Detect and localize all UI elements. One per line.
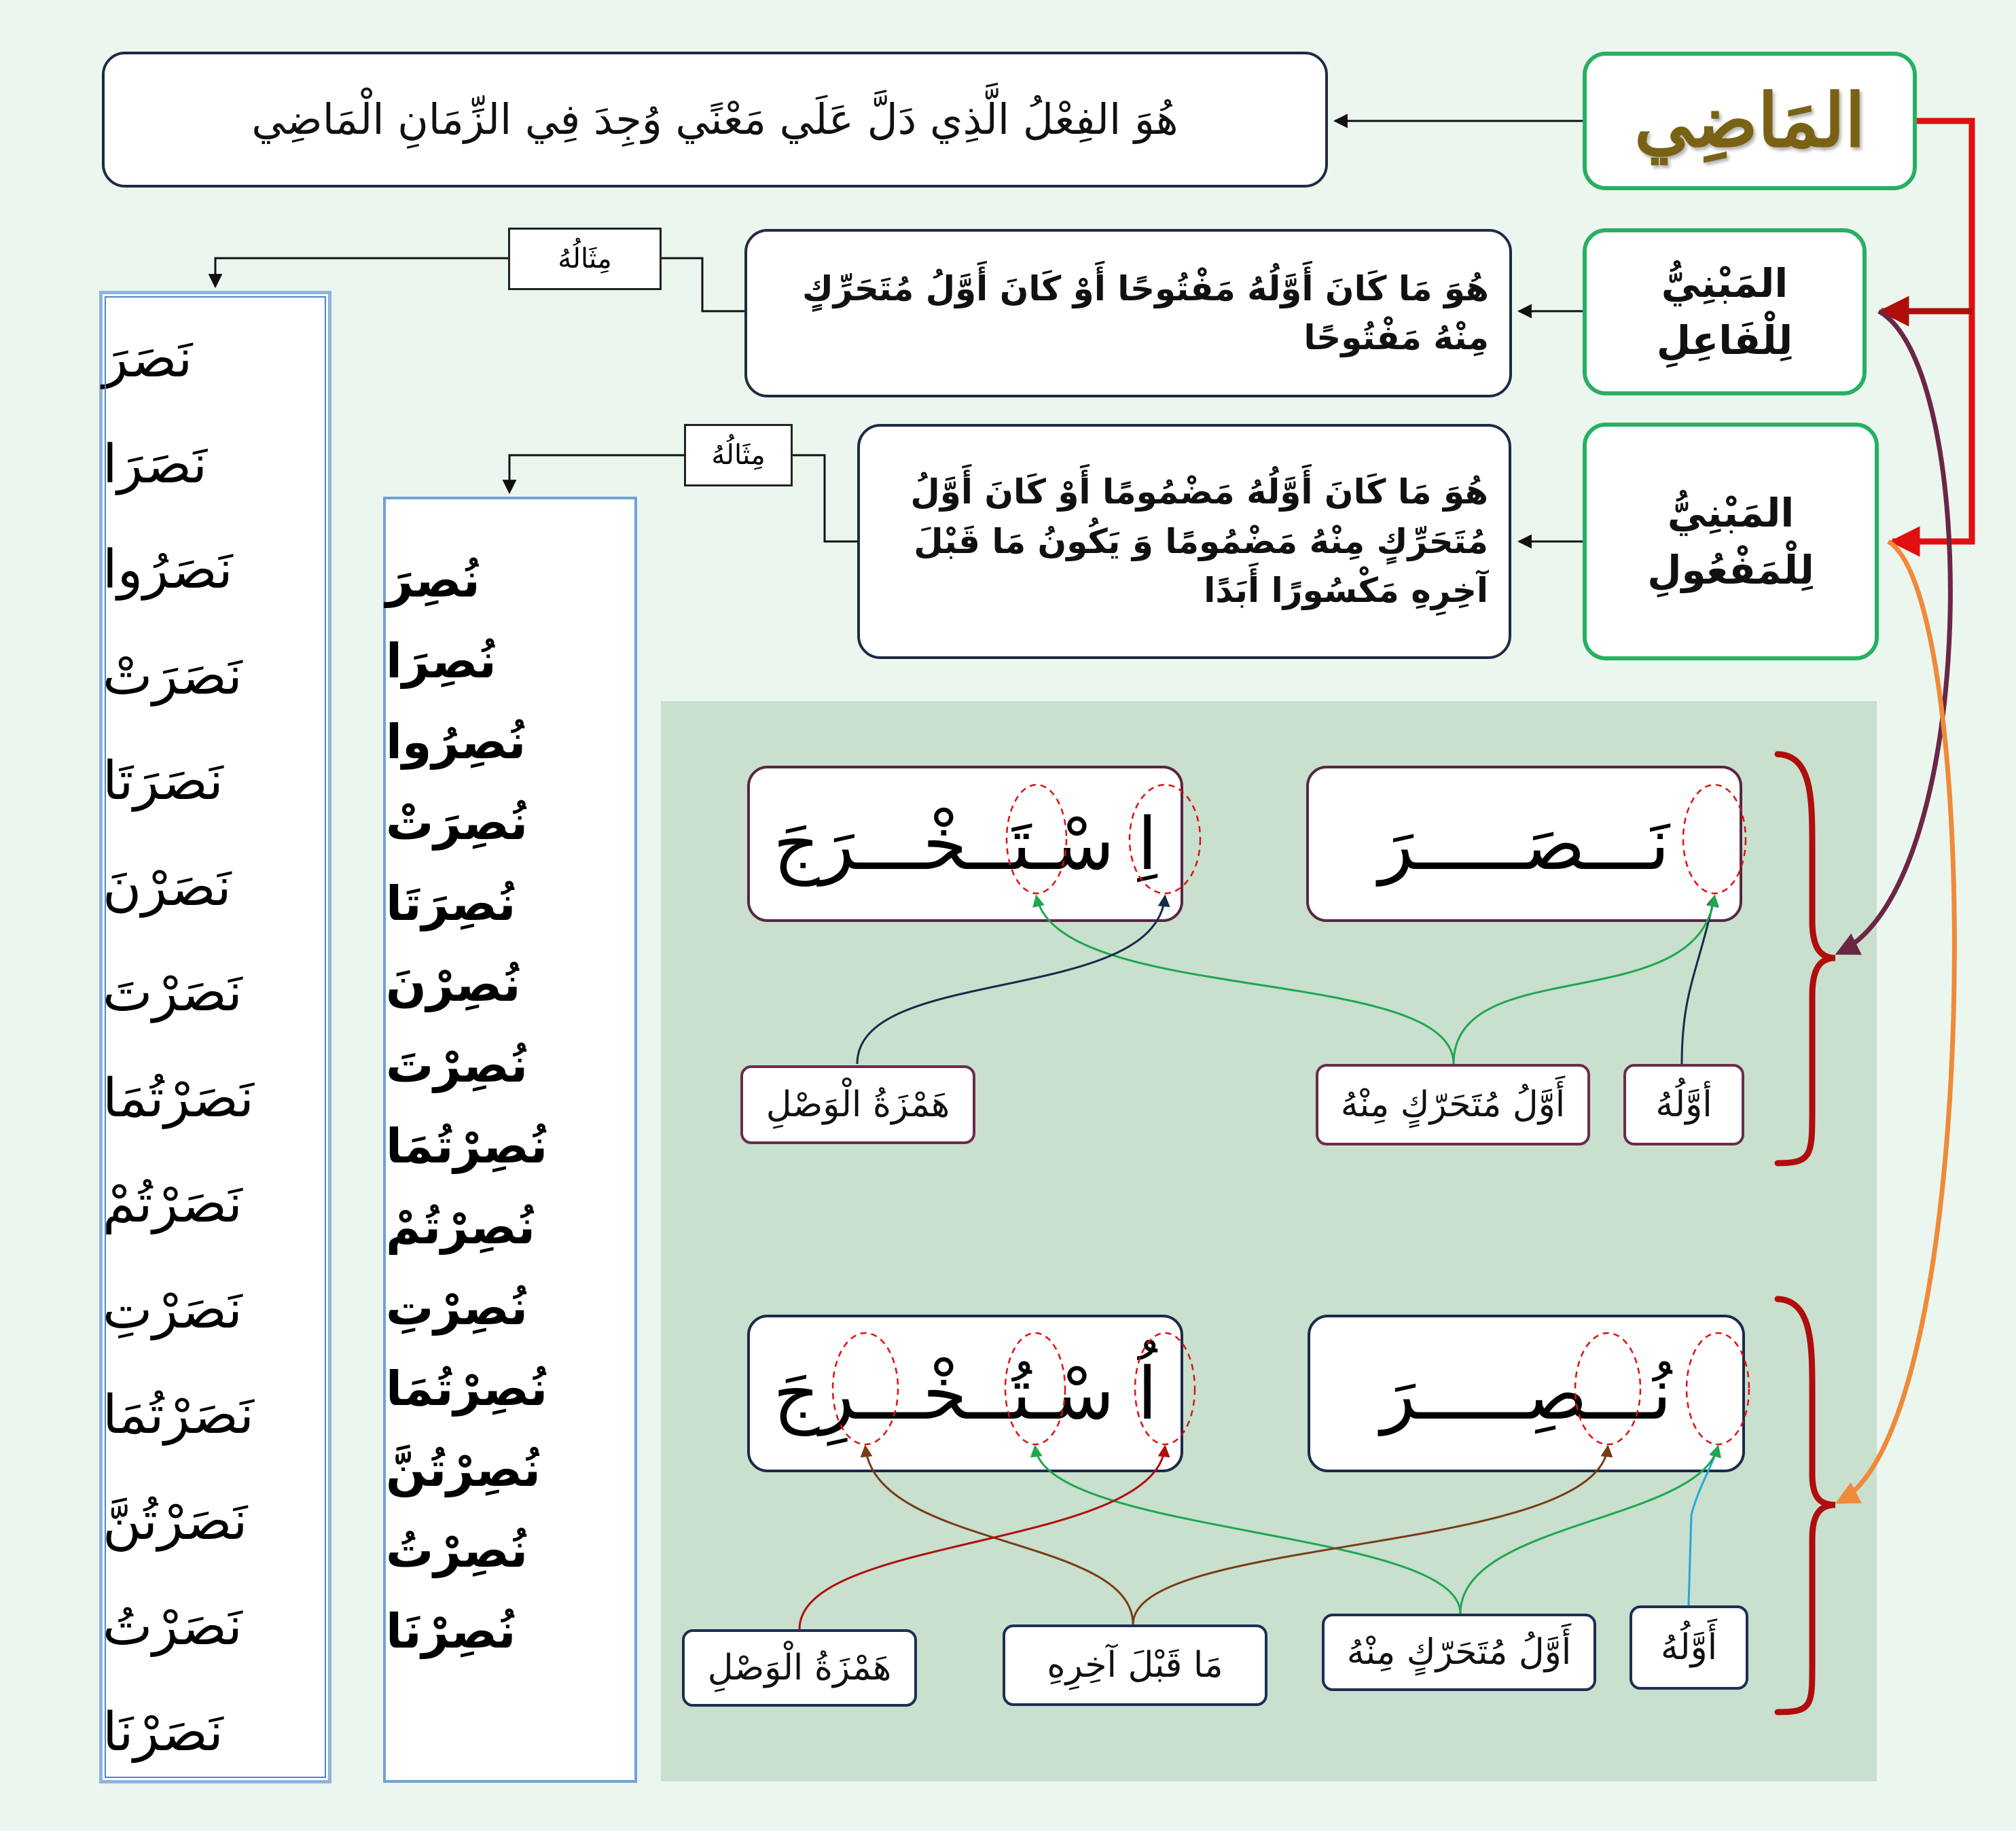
past-title-box: المَاضِي xyxy=(1583,52,1917,190)
passive-voice-label-1: المَبْنِيُّ xyxy=(1667,489,1795,536)
active-example-item: نَصَرْنَ xyxy=(103,856,232,918)
passive-example-tag-text: مِثَالُهُ xyxy=(711,440,766,471)
passive-example-item: نُصِرْتُمَا xyxy=(386,1361,548,1417)
active-example-item: نَصَرْتُمَا xyxy=(103,1385,254,1446)
passive-label-first: أَوَّلُهُ xyxy=(1630,1605,1748,1690)
passive-word-ustukhrija: اُ سْـتُــخْـــرِجَ xyxy=(747,1315,1183,1472)
passive-example-item: نُصِرَتَا xyxy=(386,876,516,931)
past-title: المَاضِي xyxy=(1634,78,1865,164)
active-example-item: نَصَرْتُمَا xyxy=(103,1067,254,1129)
passive-example-item: نُصِرْتِ xyxy=(386,1280,528,1336)
passive-label-first-moving: أَوَّلُ مُتَحَرّكٍ مِنْهُ xyxy=(1322,1614,1596,1691)
passive-definition-box: هُوَ مَا كَانَ أَوَّلُهُ مَضْمُومًا أَوْ… xyxy=(857,424,1511,659)
passive-example-item: نُصِرْتُمَا xyxy=(386,1118,548,1174)
active-example-item: نَصَرْتُمْ xyxy=(103,1173,243,1234)
passive-example-tag: مِثَالُهُ xyxy=(684,424,793,486)
passive-example-item: نُصِرَ xyxy=(386,552,480,608)
active-label-first: أوَّلُهُ xyxy=(1623,1064,1744,1145)
past-definition-box: هُوَ الفِعْلُ الَّذِي دَلَّ عَلَي مَعْنً… xyxy=(102,52,1328,188)
active-example-item: نَصَرَ xyxy=(103,328,193,389)
active-label-hamza: هَمْزَةُ الْوَصْلِ xyxy=(740,1065,975,1144)
passive-voice-box: المَبْنِيُّ لِلْمَفْعُولِ xyxy=(1583,423,1879,660)
active-examples-list: نَصَرَ نَصَرَا نَصَرُوا نَصَرَتْ نَصَرَتَا نَ… xyxy=(99,291,331,1783)
active-example-item: نَصَرُوا xyxy=(103,539,233,601)
passive-example-item: نُصِرْتُنَّ xyxy=(386,1442,541,1497)
passive-examples-list: نُصِرَ نُصِرَا نُصِرُوا نُصِرَتْ نُصِرَتَا نُ… xyxy=(383,497,637,1783)
passive-example-item: نُصِرْتُ xyxy=(386,1523,528,1578)
passive-example-item: نُصِرْتُمْ xyxy=(386,1199,535,1255)
passive-example-item: نُصِرُوا xyxy=(386,714,526,770)
active-example-tag: مِثَالُهُ xyxy=(508,228,662,290)
active-example-item: نَصَرْتِ xyxy=(103,1279,242,1340)
passive-label-before-last: مَا قَبْلَ آخِرِهِ xyxy=(1003,1624,1267,1706)
active-example-item: نَصَرْتُنَّ xyxy=(103,1490,248,1552)
passive-example-item: نُصِرْنَا xyxy=(386,1603,516,1659)
active-definition-text: هُوَ مَا كَانَ أَوَّلُهُ مَفْتُوحًا أَوْ… xyxy=(802,268,1489,358)
passive-example-item: نُصِرْتَ xyxy=(386,1037,528,1093)
active-example-item: نَصَرَتَا xyxy=(103,751,223,812)
passive-example-item: نُصِرَا xyxy=(386,633,497,689)
active-definition-box: هُوَ مَا كَانَ أَوَّلُهُ مَفْتُوحًا أَوْ… xyxy=(744,229,1512,397)
active-example-item: نَصَرْتُ xyxy=(103,1596,242,1657)
past-definition-text: هُوَ الفِعْلُ الَّذِي دَلَّ عَلَي مَعْنً… xyxy=(251,94,1178,145)
passive-example-item: نُصِرَتْ xyxy=(386,795,528,851)
active-voice-label: المَبْنِيُّ لِلْفَاعِلِ xyxy=(1656,260,1793,363)
passive-example-item: نُصِرْنَ xyxy=(386,957,521,1012)
active-example-item: نَصَرَا xyxy=(103,433,208,495)
passive-voice-label-2: لِلْمَفْعُولِ xyxy=(1647,547,1814,593)
active-voice-box: المَبْنِيُّ لِلْفَاعِلِ xyxy=(1583,228,1867,395)
passive-label-hamza: هَمْزَةُ الْوَصْلِ xyxy=(682,1629,917,1707)
active-example-item: نَصَرْتَ xyxy=(103,962,242,1023)
active-example-item: نَصَرْنَا xyxy=(103,1701,223,1763)
active-example-tag-text: مِثَالُهُ xyxy=(558,243,612,274)
active-label-first-moving: أَوَّلُ مُتَحَرّكٍ مِنْهُ xyxy=(1316,1064,1590,1145)
passive-definition-text: هُوَ مَا كَانَ أَوَّلُهُ مَضْمُومًا أَوْ… xyxy=(910,472,1488,611)
passive-word-nusira: نُـــصِـــــرَ xyxy=(1308,1315,1745,1472)
active-word-istakhraja: اِ سْـتَــخْـــرَجَ xyxy=(747,766,1183,922)
active-example-item: نَصَرَتْ xyxy=(103,645,242,707)
active-word-nasara: نَـــصَـــــرَ xyxy=(1306,766,1742,922)
